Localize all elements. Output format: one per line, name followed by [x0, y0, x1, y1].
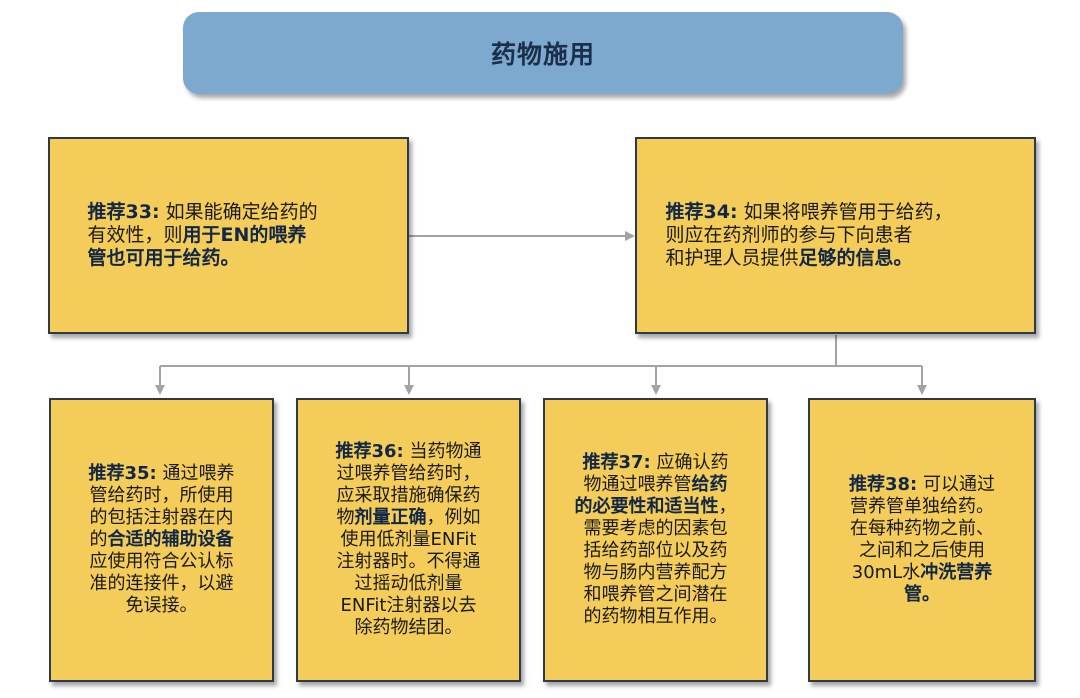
page-title: 药物施用 [490, 40, 595, 69]
recommendation-33-text: 推荐33: 如果能确定给药的 有效性，则用于EN的喂养 管也可用于给药。 [87, 200, 318, 270]
recommendation-38-text: 推荐38: 可以通过 营养管单独给药。 在每种药物之前、 之间和之后使用 30m… [849, 474, 995, 605]
recommendation-35-box: 推荐35: 通过喂养 管给药时，所使用 的包括注射器在内 的合适的辅助设备 应使… [49, 398, 274, 682]
recommendation-34-box: 推荐34: 如果将喂养管用于给药， 则应在药剂师的参与下向患者 和护理人员提供足… [635, 137, 1036, 334]
title-banner: 药物施用 [183, 12, 903, 94]
recommendation-36-text: 推荐36: 当药物通 过喂养管给药时， 应采取措施确保药 物剂量正确，例如 使用… [335, 441, 482, 638]
recommendation-34-text: 推荐34: 如果将喂养管用于给药， 则应在药剂师的参与下向患者 和护理人员提供足… [665, 200, 953, 270]
recommendation-38-box: 推荐38: 可以通过 营养管单独给药。 在每种药物之前、 之间和之后使用 30m… [808, 398, 1036, 682]
recommendation-35-text: 推荐35: 通过喂养 管给药时，所使用 的包括注射器在内 的合适的辅助设备 应使… [88, 463, 235, 616]
recommendation-33-box: 推荐33: 如果能确定给药的 有效性，则用于EN的喂养 管也可用于给药。 [48, 137, 409, 334]
recommendation-36-box: 推荐36: 当药物通 过喂养管给药时， 应采取措施确保药 物剂量正确，例如 使用… [296, 398, 521, 682]
recommendation-37-text: 推荐37: 应确认药 物通过喂养管给药 的必要性和适当性， 需要考虑的因素包 括… [574, 452, 737, 627]
recommendation-37-box: 推荐37: 应确认药 物通过喂养管给药 的必要性和适当性， 需要考虑的因素包 括… [543, 398, 768, 682]
